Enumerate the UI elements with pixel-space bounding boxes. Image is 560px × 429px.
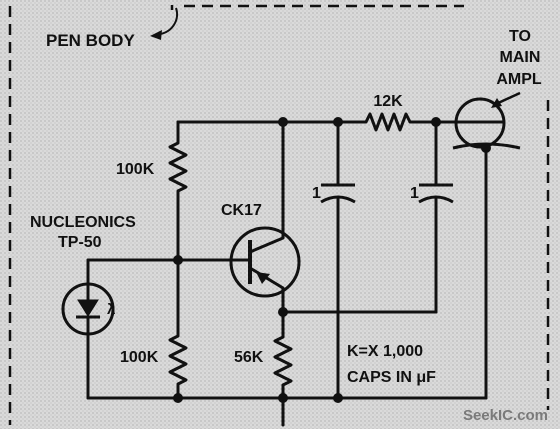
coax-connector <box>452 97 521 150</box>
capacitor-right-label: 1 <box>410 185 419 202</box>
pen-body-arrow <box>159 7 178 35</box>
note-line-1: K=X 1,000 <box>347 343 423 360</box>
nucleonics-label: NUCLEONICS <box>30 214 136 231</box>
watermark: SeekIC.com <box>463 407 548 424</box>
resistor-12k <box>364 112 412 132</box>
emitter-arrow-icon <box>256 272 270 284</box>
wires <box>86 120 488 427</box>
resistor-100k-top <box>168 141 188 193</box>
resistor-100k-bottom <box>168 334 188 386</box>
pen-body-arrowhead <box>150 30 162 40</box>
resistor-100k-bottom-label: 100K <box>120 349 159 366</box>
to-amp-arrowhead <box>491 98 502 108</box>
pen-body-enclosure <box>8 4 550 425</box>
main-label: MAIN <box>500 49 541 66</box>
resistor-56k <box>273 335 293 387</box>
resistor-56k-label: 56K <box>234 349 264 366</box>
resistor-100k-top-label: 100K <box>116 161 155 178</box>
to-amp-arrow <box>495 91 521 106</box>
capacitor-left <box>320 183 356 204</box>
capacitor-right <box>418 183 454 204</box>
to-label: TO <box>509 28 531 45</box>
lambda-label: λ <box>107 301 116 318</box>
junctions <box>173 117 491 403</box>
note-line-2: CAPS IN μF <box>347 369 436 386</box>
tp50-label: TP-50 <box>58 234 102 251</box>
capacitor-left-label: 1 <box>312 185 321 202</box>
photodiode-tp50 <box>61 282 115 336</box>
transistor-label: CK17 <box>221 202 262 219</box>
pen-body-label: PEN BODY <box>46 31 135 50</box>
ampl-label: AMPL <box>496 71 542 88</box>
resistor-12k-label: 12K <box>373 93 403 110</box>
